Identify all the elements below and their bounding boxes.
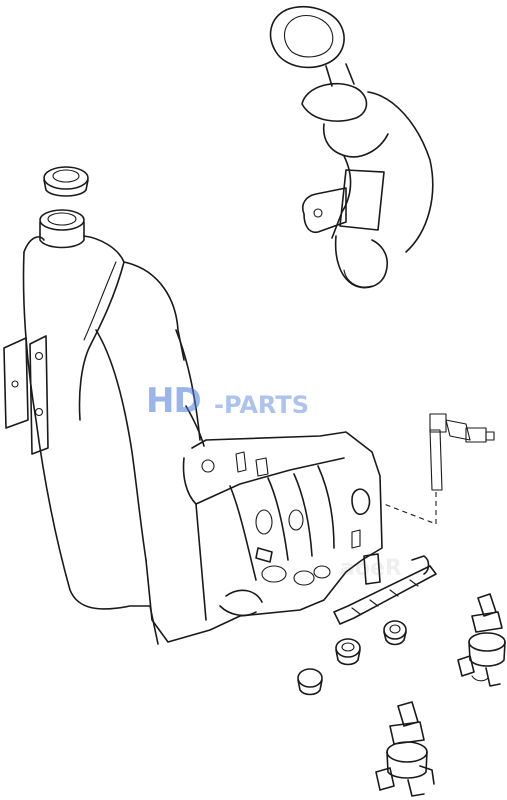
- filler-neck-hose: [269, 6, 434, 289]
- level-sensor: [383, 413, 495, 525]
- washer-reservoir-tank: [3, 209, 383, 645]
- retaining-strap: [333, 553, 437, 625]
- grommet: [335, 620, 407, 666]
- washer-pump: [457, 593, 506, 687]
- watermark-faint: aoeR: [340, 556, 402, 581]
- watermark-brand: HD: [146, 381, 202, 421]
- watermark-brand-suffix: -PARTS: [214, 391, 309, 419]
- filler-cap-seal: [43, 166, 89, 197]
- washer-pump: [375, 701, 435, 797]
- plug-cap: [297, 668, 323, 696]
